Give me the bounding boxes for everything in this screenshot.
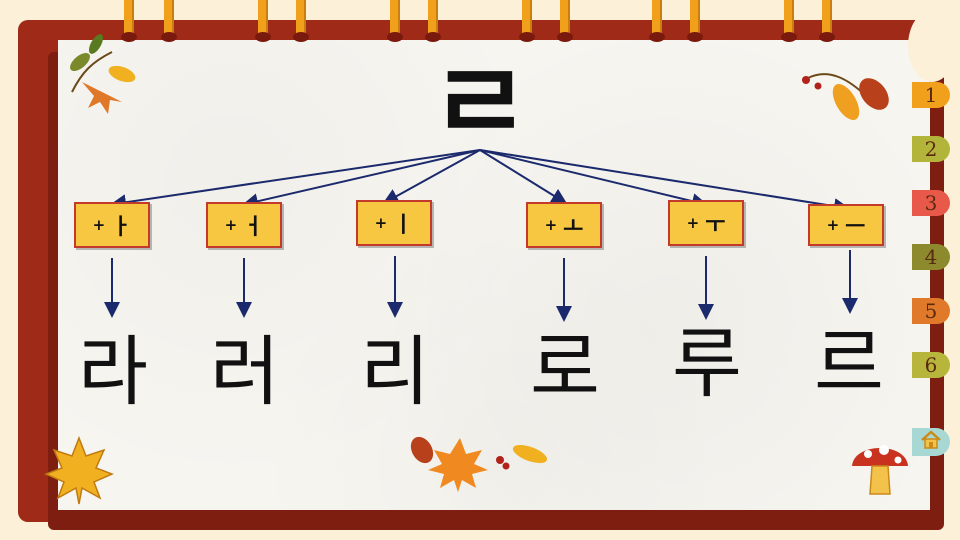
plus-sign: + bbox=[374, 214, 388, 232]
autumn-leaves-icon bbox=[410, 436, 548, 492]
vowel-label: ㅏ bbox=[111, 215, 132, 240]
frame-corner-cutout bbox=[908, 10, 956, 82]
tab-4[interactable]: 4 bbox=[912, 244, 950, 270]
main-consonant: ㄹ bbox=[430, 41, 530, 166]
plus-sign: + bbox=[544, 216, 558, 234]
binder-ring bbox=[519, 0, 535, 42]
vowel-box[interactable]: + ㅡ bbox=[808, 204, 884, 246]
vowel-label: ㅡ bbox=[845, 215, 866, 240]
vowel-box[interactable]: + ㅓ bbox=[206, 202, 282, 248]
vowel-box[interactable]: + ㅜ bbox=[668, 200, 744, 246]
tab-2[interactable]: 2 bbox=[912, 136, 950, 162]
branch-arrow bbox=[479, 149, 850, 215]
syllable: 르 bbox=[814, 319, 884, 408]
vowel-label: ㅓ bbox=[243, 215, 264, 240]
binder-ring bbox=[161, 0, 177, 42]
vowel-box[interactable]: + ㅗ bbox=[526, 202, 602, 248]
branch-arrow bbox=[479, 149, 708, 209]
home-icon bbox=[920, 430, 942, 454]
tab-label: 2 bbox=[924, 137, 938, 161]
binder-ring bbox=[649, 0, 665, 42]
syllable: 리 bbox=[360, 327, 430, 416]
binder-ring bbox=[293, 0, 309, 42]
vowel-box[interactable]: + ㅏ bbox=[74, 202, 150, 248]
tab-1[interactable]: 1 bbox=[912, 82, 950, 108]
binder-ring bbox=[255, 0, 271, 42]
branch-arrow bbox=[479, 149, 568, 205]
branch-arrow bbox=[382, 149, 481, 204]
syllable: 라 bbox=[78, 327, 148, 416]
branch-arrow bbox=[242, 149, 481, 210]
plus-sign: + bbox=[92, 216, 106, 234]
autumn-leaves-icon bbox=[70, 34, 136, 114]
autumn-leaves-icon bbox=[802, 73, 889, 121]
tab-5[interactable]: 5 bbox=[912, 298, 950, 324]
tab-6[interactable]: 6 bbox=[912, 352, 950, 378]
binder-ring bbox=[425, 0, 441, 42]
plus-sign: + bbox=[686, 214, 700, 232]
tab-label: 1 bbox=[924, 83, 938, 107]
notebook-paper bbox=[58, 40, 930, 510]
binder-ring bbox=[557, 0, 573, 42]
tab-label: 3 bbox=[924, 191, 938, 215]
binder-ring bbox=[387, 0, 403, 42]
binder-ring bbox=[121, 0, 137, 42]
tab-label: 6 bbox=[924, 353, 938, 377]
plus-sign: + bbox=[224, 216, 238, 234]
branch-arrow bbox=[110, 149, 481, 211]
tab-3[interactable]: 3 bbox=[912, 190, 950, 216]
vowel-label: ㅗ bbox=[563, 215, 584, 240]
vowel-label: ㅜ bbox=[705, 213, 726, 238]
tab-label: 4 bbox=[924, 245, 938, 269]
maple-leaf-icon bbox=[44, 435, 114, 505]
binder-ring bbox=[819, 0, 835, 42]
binder-ring bbox=[687, 0, 703, 42]
plus-sign: + bbox=[826, 216, 840, 234]
home-button[interactable] bbox=[912, 428, 950, 456]
tab-label: 5 bbox=[924, 299, 938, 323]
syllable: 로 bbox=[530, 323, 600, 412]
syllable: 러 bbox=[210, 327, 280, 416]
vowel-label: ㅣ bbox=[393, 213, 414, 238]
binder-ring bbox=[781, 0, 797, 42]
vowel-box[interactable]: + ㅣ bbox=[356, 200, 432, 246]
notebook-frame bbox=[18, 10, 956, 530]
mushroom-icon bbox=[852, 445, 908, 495]
syllable: 루 bbox=[672, 319, 742, 408]
